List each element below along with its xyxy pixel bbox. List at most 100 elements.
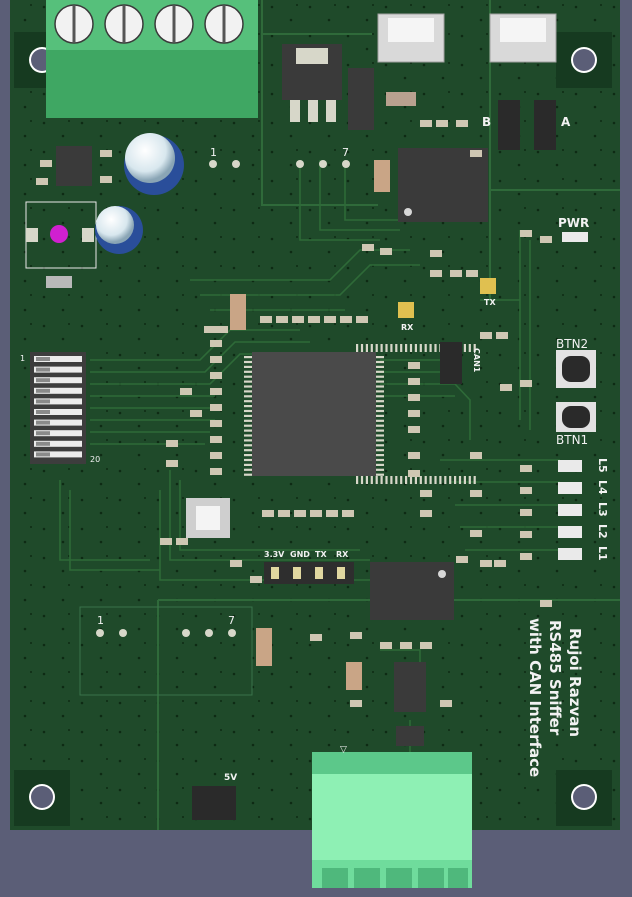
label-led-l5: L5: [596, 458, 609, 473]
pcb-shape: [458, 476, 462, 484]
title-line1: Rujoi Razvan: [566, 628, 584, 737]
pcb-shape: [376, 365, 384, 368]
pcb-shape: [216, 326, 228, 333]
pcb-shape: [375, 344, 378, 352]
pcb-shape: [420, 510, 432, 517]
pcb-shape: [376, 463, 384, 466]
microcontroller: [252, 352, 376, 476]
pcb-shape: [500, 384, 512, 391]
pcb-shape: [376, 414, 384, 417]
pcb-shape: [439, 476, 442, 484]
pcb-shape: [400, 642, 412, 649]
pcb-shape: [244, 419, 252, 422]
pcb-shape: [166, 460, 178, 467]
pcb-shape: [376, 385, 384, 388]
pcb-shape: [34, 356, 82, 362]
pcb-shape: [244, 409, 252, 413]
pcb-shape: [375, 476, 378, 484]
pcb-shape: [380, 344, 383, 352]
pcb-shape: [362, 244, 374, 251]
pcb-shape: [480, 332, 492, 339]
pcb-shape: [390, 344, 393, 352]
pcb-shape: [449, 476, 452, 484]
pcb-shape: [408, 378, 420, 385]
pcb-shape: [454, 476, 457, 484]
pcb-shape: [244, 380, 252, 383]
pcb-shape: [376, 449, 384, 452]
pcb-shape: [36, 399, 50, 404]
pcb-shape: [260, 316, 272, 323]
pcb-shape: [408, 452, 420, 459]
pcb-shape: [376, 468, 384, 471]
smd-components: [36, 120, 552, 707]
pcb-shape: [210, 420, 222, 427]
label-jumper-a: A: [561, 115, 571, 129]
pcb-shape: [470, 452, 482, 459]
pcb-shape: [244, 414, 252, 417]
pcb-shape: [36, 452, 50, 457]
pcb-shape: [376, 375, 384, 378]
pcb-shape: [34, 377, 82, 384]
pcb-shape: [244, 444, 252, 447]
pcb-shape: [376, 356, 384, 359]
pcb-shape: [356, 344, 359, 352]
connector-pads: [96, 160, 350, 637]
pcb-shape: [400, 344, 403, 352]
pcb-shape: [176, 538, 188, 545]
pcb-shape: [350, 632, 362, 639]
pcb-shape: [244, 405, 252, 408]
label-led-l1: L1: [596, 546, 609, 561]
pcb-shape: [376, 434, 384, 437]
pcb-shape: [520, 487, 532, 494]
title-line3: with CAN Interface: [526, 618, 544, 777]
pcb-shape: [400, 476, 403, 484]
label-pin-marker: ▽: [340, 745, 347, 755]
pcb-shape: [294, 510, 306, 517]
pcb-shape: [380, 248, 392, 255]
pcb-shape: [463, 344, 466, 352]
pcb-shape: [424, 344, 427, 352]
pcb-shape: [376, 390, 384, 393]
pcb-shape: [210, 388, 222, 395]
pcb-shape: [420, 120, 432, 127]
pcb-shape: [36, 431, 50, 436]
pcb-shape: [405, 344, 408, 352]
pcb-shape: [244, 429, 252, 432]
pcb-shape: [36, 410, 50, 414]
pcb-shape: [292, 316, 304, 323]
pcb-shape: [376, 444, 384, 447]
pcb-shape: [36, 420, 50, 425]
pcb-shape: [430, 270, 442, 277]
pcb-shape: [100, 150, 112, 157]
label-led-l4: L4: [596, 480, 609, 495]
pcb-shape: [324, 316, 336, 323]
pcb-shape: [34, 440, 82, 447]
pcb-shape: [244, 454, 252, 457]
pcb-shape: [370, 344, 373, 352]
pcb-shape: [408, 410, 420, 417]
label-rx: RX: [401, 323, 414, 332]
pcb-shape: [36, 357, 50, 361]
pcb-shape: [409, 476, 413, 484]
pcb-shape: [405, 476, 408, 484]
pcb-shape: [190, 410, 202, 417]
pcb-shape: [408, 362, 420, 369]
status-leds: [558, 232, 588, 560]
pcb-shape: [473, 476, 476, 484]
pcb-shape: [385, 344, 388, 352]
pcb-shape: [456, 120, 468, 127]
pcb-shape: [244, 400, 252, 403]
pcb-shape: [408, 426, 420, 433]
pcb-shape: [376, 454, 384, 457]
pcb-shape: [180, 388, 192, 395]
pcb-shape: [34, 366, 82, 373]
label-tx: TX: [484, 298, 496, 307]
pcb-shape: [466, 270, 478, 277]
label-conn-top-pin7: 7: [342, 146, 349, 159]
pcb-shape: [376, 380, 384, 383]
label-btn1: BTN1: [556, 433, 588, 447]
pcb-shape: [440, 700, 452, 707]
pcb-shape: [308, 316, 320, 323]
label-header-gnd: GND: [290, 550, 310, 559]
pcb-shape: [470, 490, 482, 497]
